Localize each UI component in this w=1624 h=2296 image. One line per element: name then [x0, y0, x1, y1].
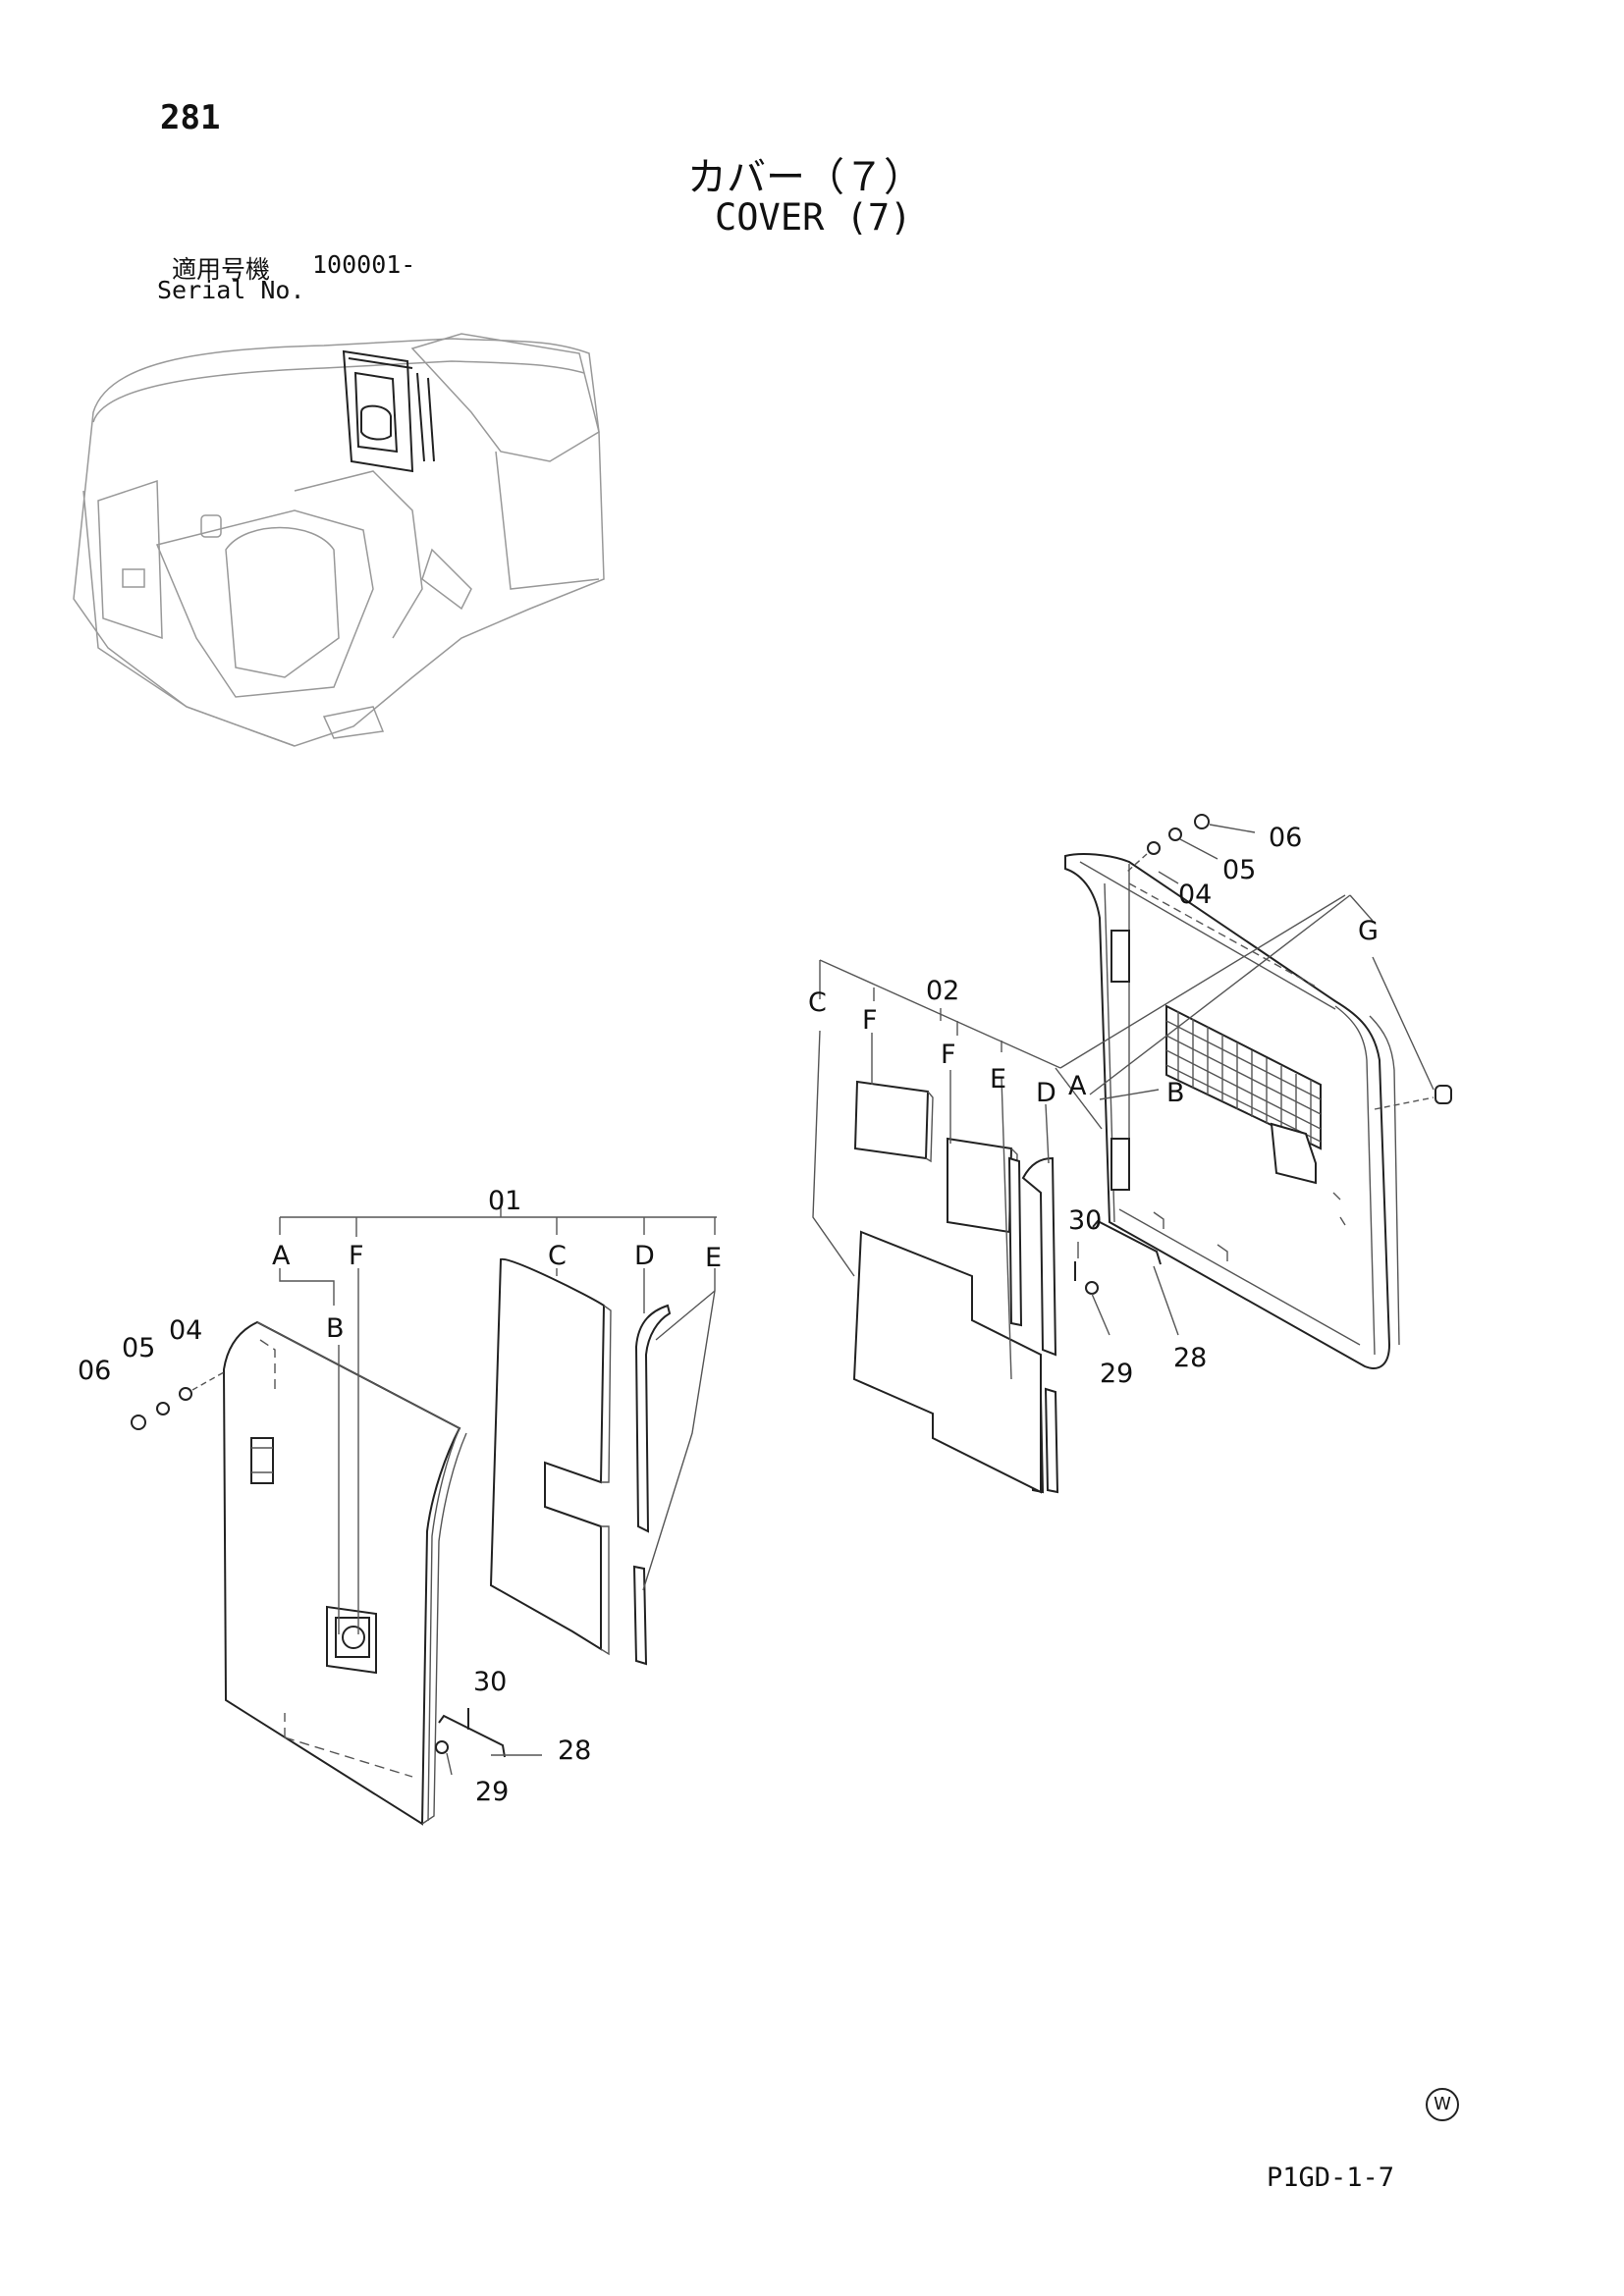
seal-d-right — [1021, 1156, 1057, 1357]
bracket-28-right — [1092, 1219, 1162, 1265]
callout-a-left: A — [272, 1241, 291, 1271]
callout-29-left: 29 — [475, 1777, 509, 1807]
serial-label-english: Serial No. — [157, 276, 305, 304]
callout-f-left: F — [349, 1241, 364, 1271]
callout-04-right: 04 — [1178, 880, 1212, 910]
callout-05-right: 05 — [1222, 855, 1256, 885]
pad-f-lower — [947, 1137, 1013, 1234]
seal-d-lower — [632, 1565, 648, 1666]
drawing-code: P1GD-1-7 — [1267, 2163, 1395, 2193]
callout-b-left: B — [326, 1313, 345, 1344]
seal-d — [634, 1304, 672, 1533]
callout-a-right: A — [1068, 1071, 1087, 1101]
insulator-c — [489, 1257, 606, 1651]
callout-e-left: E — [705, 1243, 722, 1273]
washer-04-right — [1147, 841, 1161, 855]
bracket-28 — [438, 1714, 506, 1758]
callout-28-right: 28 — [1173, 1343, 1207, 1373]
seal-d-right-lower — [1044, 1387, 1059, 1494]
latch-box — [1270, 1122, 1317, 1185]
title-japanese: カバー（７） — [687, 155, 923, 200]
washer-04 — [179, 1387, 192, 1401]
callout-c-left: C — [548, 1241, 567, 1271]
w-mark-icon: W — [1426, 2088, 1459, 2121]
serial-number-value: 100001- — [312, 250, 416, 279]
callout-28-left: 28 — [558, 1735, 591, 1766]
washer-05 — [156, 1402, 170, 1415]
right-callout-labels: 06 05 04 G 02 C F F E D A B 30 28 29 — [808, 823, 1379, 1389]
callout-04-left: 04 — [169, 1315, 202, 1346]
nut-06 — [131, 1415, 146, 1430]
hinge — [250, 1437, 274, 1484]
callout-d-right: D — [1036, 1078, 1056, 1108]
callout-01: 01 — [488, 1186, 521, 1216]
callout-06-right: 06 — [1269, 823, 1302, 853]
left-callout-labels: 01 A F C D E B 04 05 06 30 28 29 — [78, 1186, 722, 1807]
seal-e — [1007, 1156, 1023, 1327]
washer-05-right — [1168, 828, 1182, 841]
callout-f-right-2: F — [941, 1040, 956, 1070]
callout-b-right: B — [1166, 1078, 1185, 1108]
washer-29-right — [1085, 1281, 1099, 1295]
callout-f-right-1: F — [862, 1005, 878, 1036]
callout-30-right: 30 — [1068, 1205, 1102, 1236]
machine-overview-illustration — [73, 333, 605, 747]
cover-right-assembly — [812, 814, 1452, 1494]
washer-29 — [435, 1740, 449, 1754]
callout-02: 02 — [926, 976, 959, 1006]
title-english: COVER (7) — [715, 196, 912, 239]
callout-06-left: 06 — [78, 1356, 111, 1386]
nut-06-right — [1194, 814, 1210, 829]
callout-e-right: E — [990, 1064, 1006, 1095]
callout-29-right: 29 — [1100, 1359, 1133, 1389]
callout-30-left: 30 — [473, 1667, 507, 1697]
callout-c-right: C — [808, 988, 827, 1018]
pad-f-upper — [853, 1080, 930, 1160]
serial-label-japanese: 適用号機 — [172, 255, 271, 284]
callout-d-left: D — [634, 1241, 655, 1271]
hinge-upper — [1110, 930, 1130, 983]
pin-g — [1435, 1085, 1452, 1104]
callout-05-left: 05 — [122, 1333, 155, 1363]
cover-panel-left — [222, 1320, 461, 1826]
insulator-c-right — [852, 1230, 1042, 1494]
hinge-lower — [1110, 1138, 1130, 1191]
callout-g-right: G — [1358, 916, 1379, 946]
cover-panel-right — [1064, 853, 1391, 1369]
page-number: 281 — [160, 98, 221, 137]
ventilation-grid — [1165, 1004, 1322, 1150]
cover-left-assembly — [131, 1198, 717, 1826]
